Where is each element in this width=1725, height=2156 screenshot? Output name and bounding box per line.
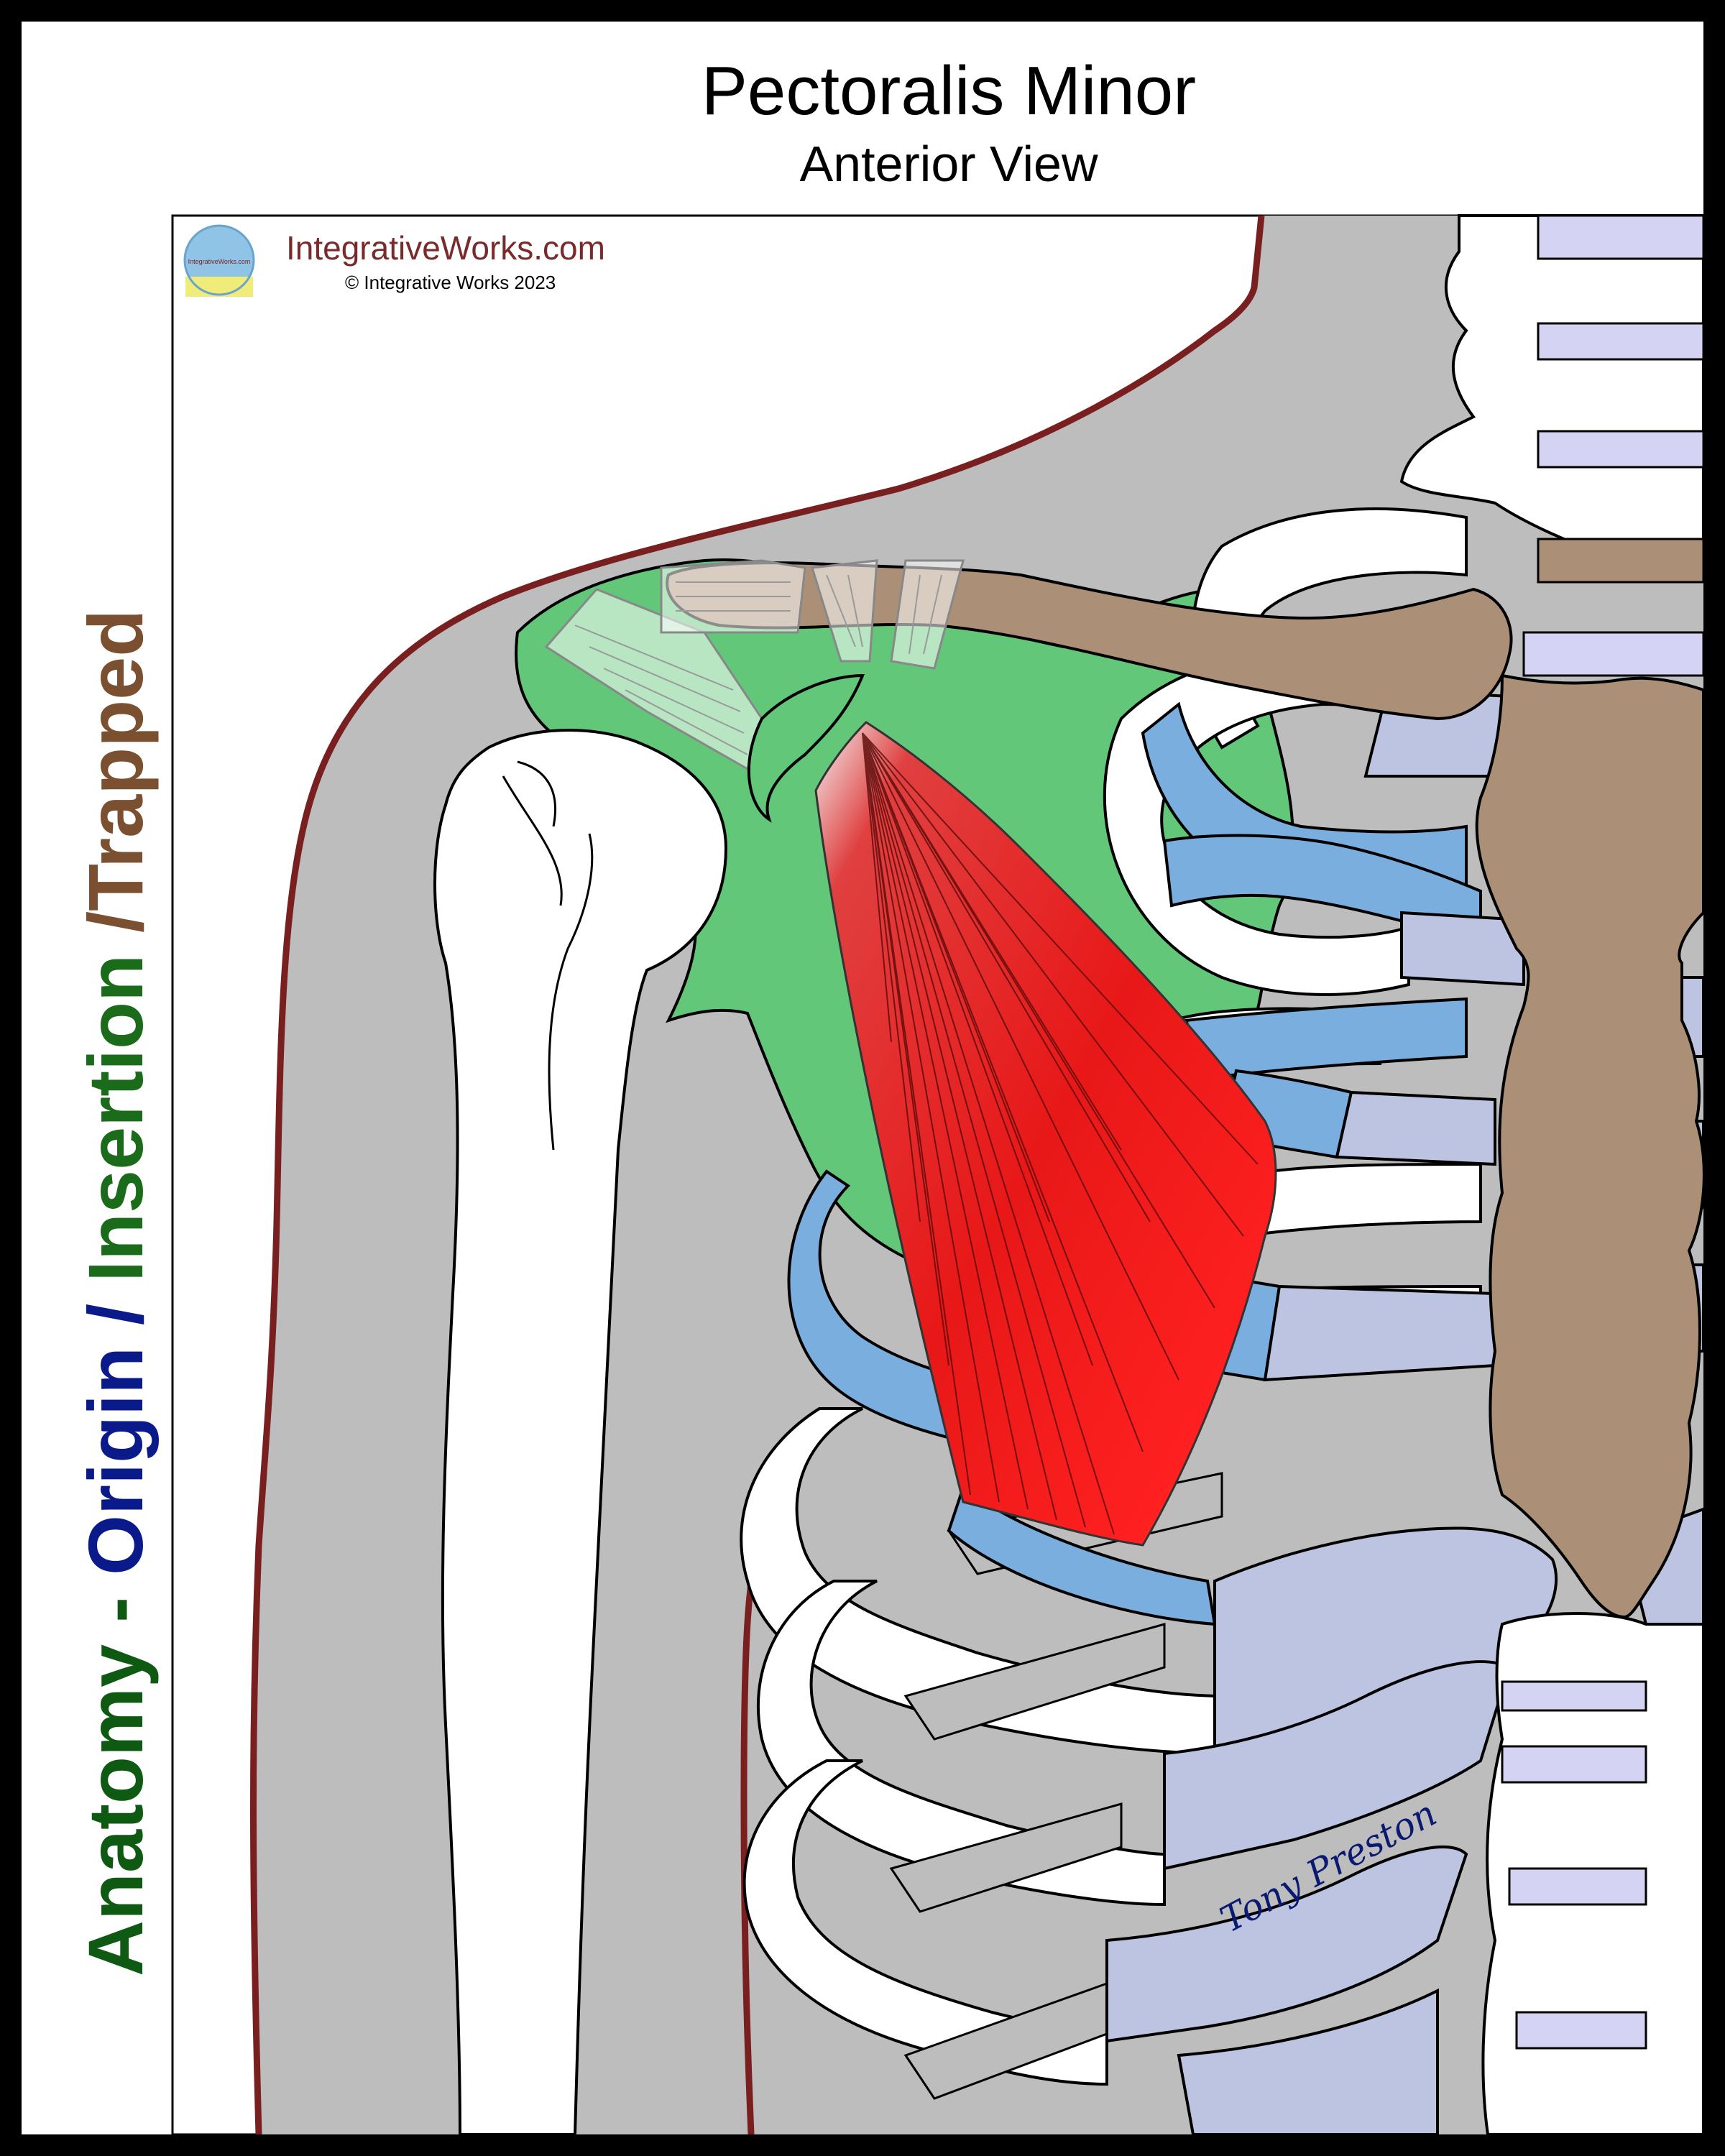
humerus-head-line — [517, 760, 557, 827]
copyright-text: © Integrative Works 2023 — [345, 272, 556, 293]
cervical-vertebrae — [1399, 214, 1705, 677]
integrativeworks-logo: IntegrativeWorks.com — [183, 224, 255, 297]
page-title: Pectoralis Minor — [701, 52, 1197, 129]
coracoid-process — [747, 673, 865, 823]
page-subtitle: Anterior View — [799, 136, 1098, 192]
sternum — [1475, 673, 1706, 1619]
humerus-groove — [502, 775, 594, 1151]
ligament-fibers — [574, 574, 942, 755]
thoracic-vertebrae — [1481, 1612, 1705, 2136]
label-insertion: Insertion — [72, 954, 159, 1282]
humerus — [433, 729, 728, 2136]
acromion-ligaments — [544, 559, 965, 771]
label-origin: Origin — [72, 1346, 159, 1575]
label-separator: / — [72, 1281, 159, 1347]
svg-text:IntegrativeWorks.com: IntegrativeWorks.com — [188, 258, 251, 265]
side-label: Anatomy - Origin / Insertion /Trapped — [72, 609, 159, 1976]
pectoralis-minor-muscle — [814, 721, 1277, 1547]
site-watermark: IntegrativeWorks.com — [286, 229, 605, 267]
label-trapped: /Trapped — [72, 609, 159, 954]
label-anatomy: Anatomy - — [72, 1575, 159, 1976]
skin-outline — [250, 215, 1265, 2135]
